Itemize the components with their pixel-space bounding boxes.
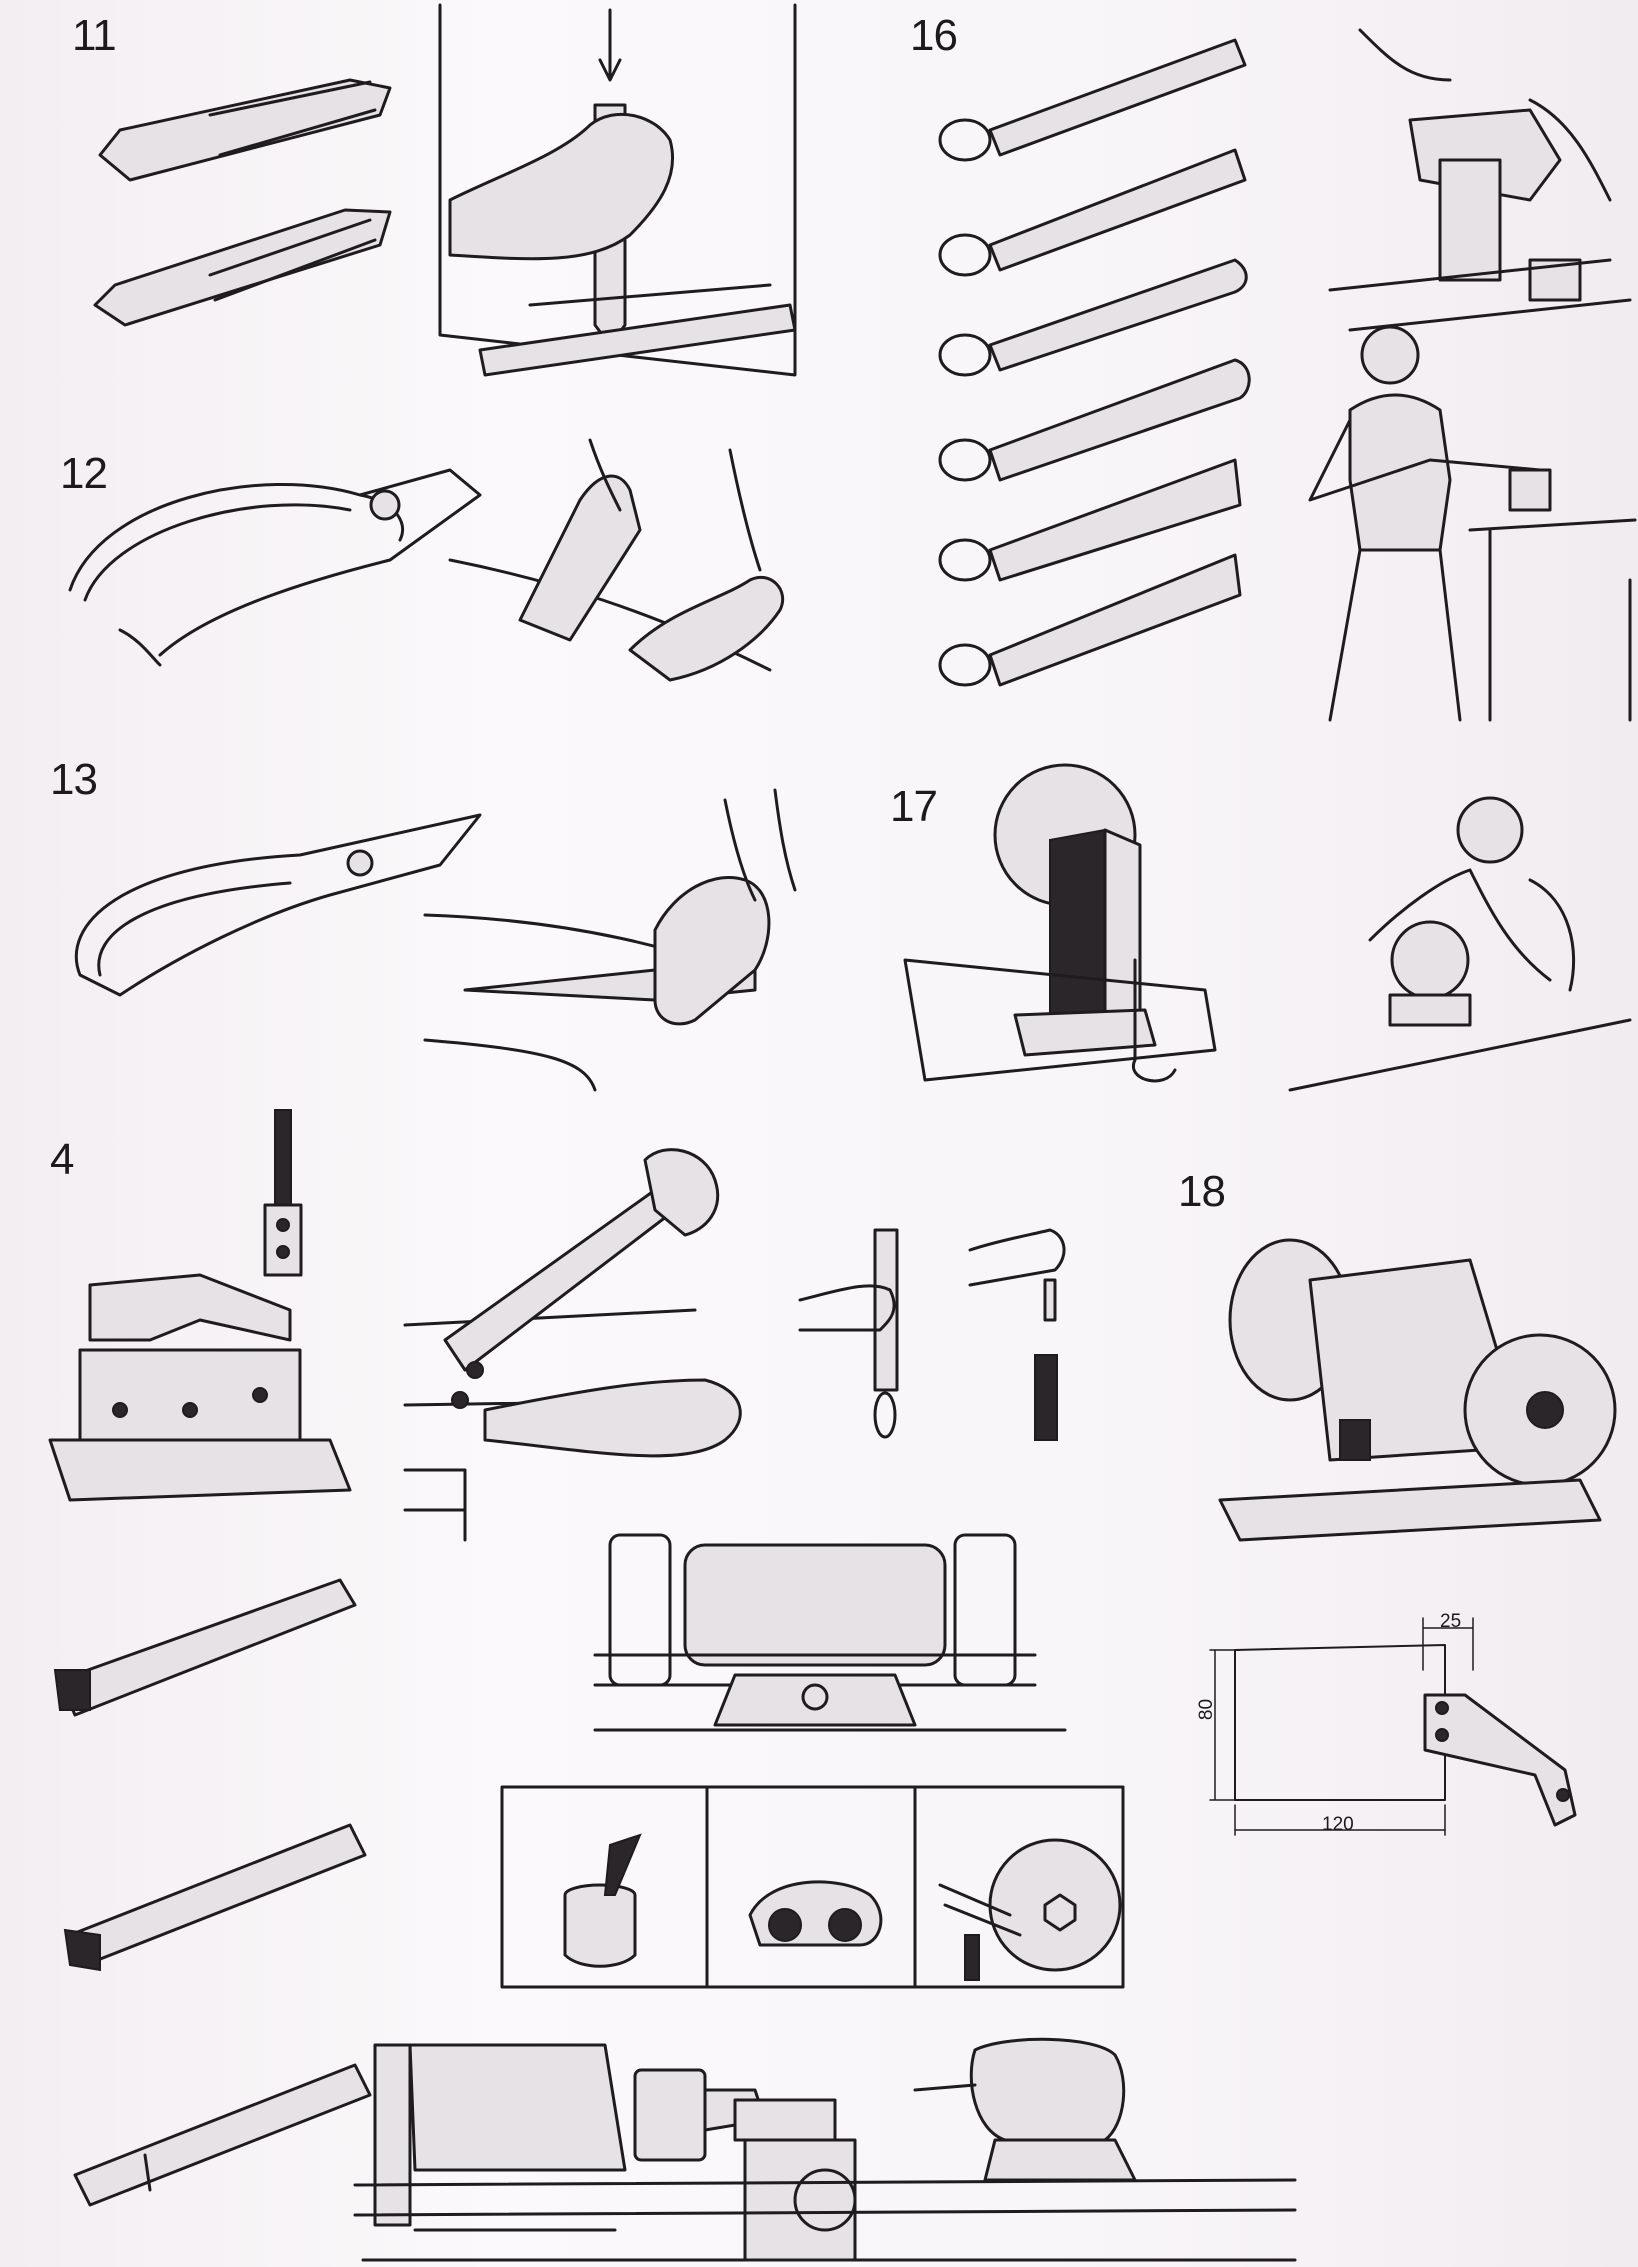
figure-number-17: 17 bbox=[890, 782, 938, 831]
chisel-striking-hand-illustration bbox=[438, 3, 797, 377]
lever-shear-cutting-hands-illustration bbox=[403, 1148, 742, 1542]
figure-number-4: 4 bbox=[50, 1135, 75, 1184]
grinder-safety-panels-illustration bbox=[500, 1785, 1125, 1989]
figure-number-18: 18 bbox=[1178, 1167, 1226, 1216]
figure-number-11: 11 bbox=[72, 11, 117, 60]
bracket-dimension-drawing bbox=[1209, 1617, 1577, 1836]
hand-grinder-illustration bbox=[903, 763, 1217, 1083]
file-types-illustration bbox=[938, 38, 1251, 687]
worker-using-hand-grinder-illustration bbox=[1288, 796, 1632, 1092]
cutting-wire-hands-illustration bbox=[448, 438, 785, 682]
dimension-label-height: 80 bbox=[1196, 1698, 1218, 1721]
dimension-label-width: 120 bbox=[1322, 1814, 1354, 1835]
lathe-cutting-tool-3-illustration bbox=[73, 2063, 372, 2207]
figure-number-12: 12 bbox=[60, 449, 108, 498]
cutting-sheet-hand-illustration bbox=[423, 788, 797, 1092]
lathe-cutting-tool-1-illustration bbox=[53, 1578, 357, 1717]
tin-snips-illustration bbox=[74, 813, 482, 997]
bench-grinder-illustration bbox=[1218, 1238, 1617, 1542]
figure-number-13: 13 bbox=[50, 755, 98, 804]
lever-shear-illustration bbox=[48, 1109, 352, 1502]
lathe-cutting-tool-2-illustration bbox=[63, 1823, 367, 1972]
cutting-pliers-illustration bbox=[68, 468, 482, 667]
filing-vise-hands-illustration bbox=[1328, 28, 1632, 332]
worker-filing-at-bench-illustration bbox=[1308, 325, 1637, 722]
lathe-machine-illustration bbox=[353, 2037, 1297, 2262]
grinder-front-view-illustration bbox=[593, 1533, 1067, 1732]
flat-chisels-illustration bbox=[93, 78, 392, 327]
file-holding-hands-illustration bbox=[798, 1228, 1066, 1441]
figure-number-16: 16 bbox=[910, 11, 958, 60]
dimension-label-strip-width: 25 bbox=[1440, 1611, 1462, 1632]
